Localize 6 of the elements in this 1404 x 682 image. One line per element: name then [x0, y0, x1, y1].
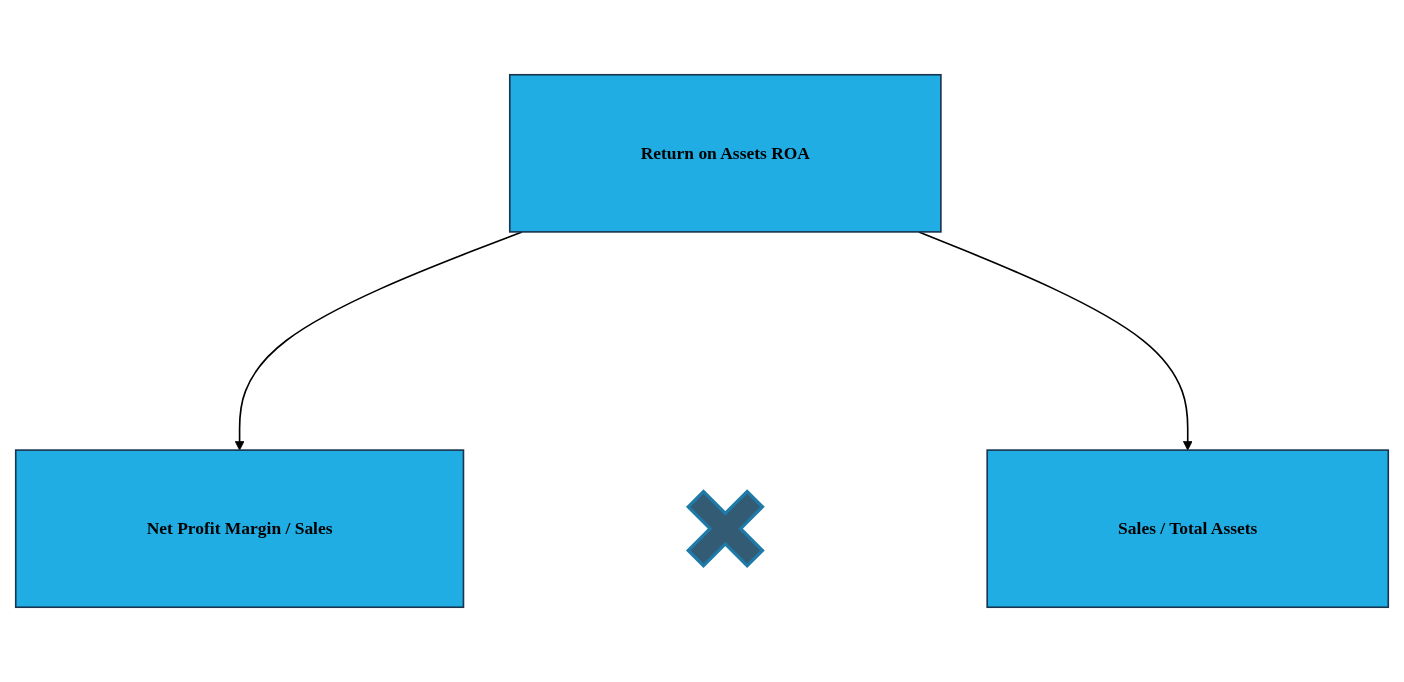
box-label: Sales / Total Assets — [1118, 517, 1258, 540]
box-label: Return on Assets ROA — [640, 142, 810, 165]
arrow — [918, 231, 1193, 451]
box-label: Net Profit Margin / Sales — [146, 517, 333, 540]
multiply-icon — [685, 489, 765, 569]
arrow — [234, 231, 523, 451]
